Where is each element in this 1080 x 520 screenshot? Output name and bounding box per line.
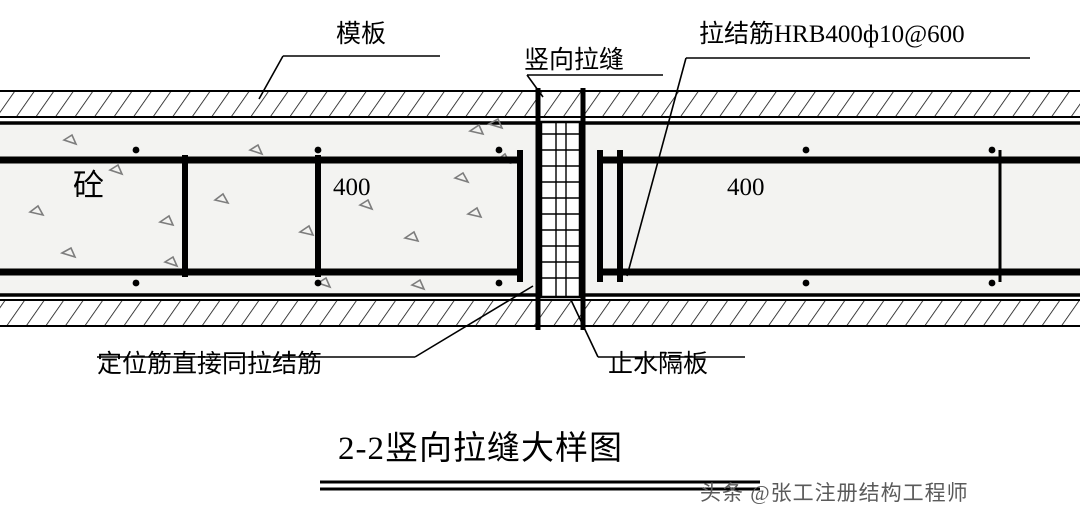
vertical-joint-assembly (535, 88, 586, 330)
label-vertical-joint: 竖向拉缝 (524, 47, 625, 74)
diagram-title: 2-2竖向拉缝大样图 (338, 431, 623, 467)
title-underline (320, 480, 760, 491)
left-rebar-dots (132, 146, 503, 287)
label-dimension-left: 400 (333, 174, 371, 201)
label-formwork: 模板 (336, 21, 387, 48)
label-tie-bar: 拉结筋HRB400ф10@600 (699, 21, 965, 48)
label-locating-bar: 定位筋直接同拉结筋 (97, 351, 323, 378)
leader-lines (97, 55, 1030, 358)
label-waterstop: 止水隔板 (608, 351, 709, 378)
label-dimension-right: 400 (727, 174, 765, 201)
label-concrete: 砼 (73, 168, 106, 203)
left-rebar-cage (0, 150, 523, 282)
watermark: 头条 @张工注册结构工程师 (700, 481, 969, 505)
right-rebar-dots (802, 146, 996, 287)
right-rebar-cage (597, 150, 1080, 282)
